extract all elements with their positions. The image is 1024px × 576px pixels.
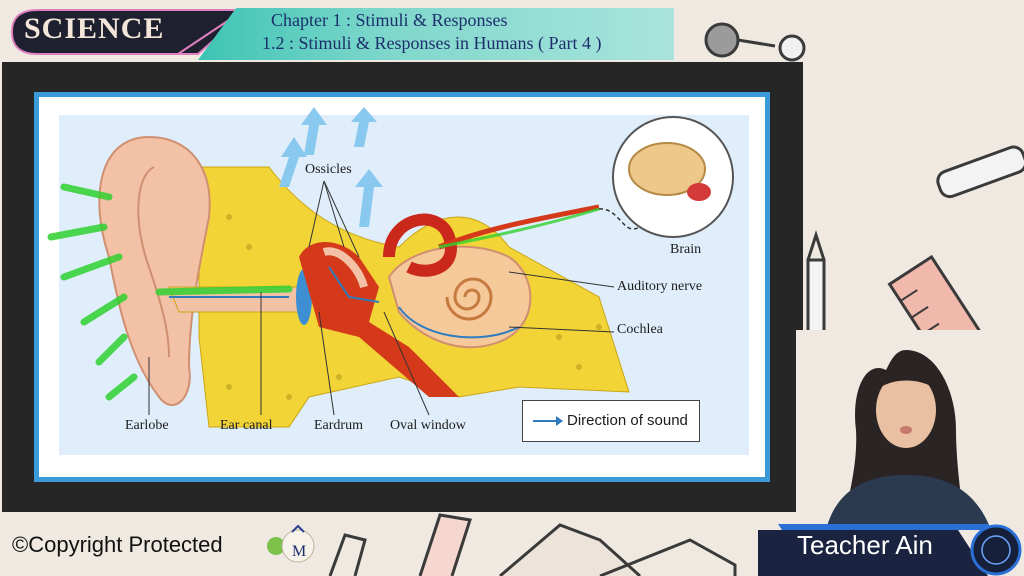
legend: Direction of sound [522,400,700,442]
sound-wave-arrows [279,107,383,227]
section-title: 1.2 : Stimuli & Responses in Humans ( Pa… [262,33,602,53]
chapter-banner [198,8,674,60]
ear-diagram [47,107,749,455]
auditory-nerve [438,204,600,250]
label-auditory-nerve: Auditory nerve [617,279,703,294]
label-brain: Brain [670,242,702,257]
outer-ear [98,135,211,407]
legend-label: Direction of sound [567,412,688,429]
label-ossicles: Ossicles [305,162,352,177]
logo-letter: M [292,543,306,560]
school-logo: M [267,524,315,563]
arrow-icon [533,416,563,426]
copyright-notice: ©Copyright Protected [12,532,223,557]
label-oval-window: Oval window [390,418,466,433]
presenter-video [796,330,1024,530]
highlight-strokes [47,183,293,401]
chapter-title: Chapter 1 : Stimuli & Responses [271,10,508,30]
label-ear-canal: Ear canal [220,418,273,433]
semicircular-canals [383,213,457,277]
subject-title: SCIENCE [24,12,165,45]
brain-icon [628,142,706,196]
label-eardrum: Eardrum [314,418,363,433]
label-earlobe: Earlobe [125,418,169,433]
presenter-banner [758,524,1022,576]
label-cochlea: Cochlea [617,322,663,337]
presenter-name: Teacher Ain [797,530,933,560]
